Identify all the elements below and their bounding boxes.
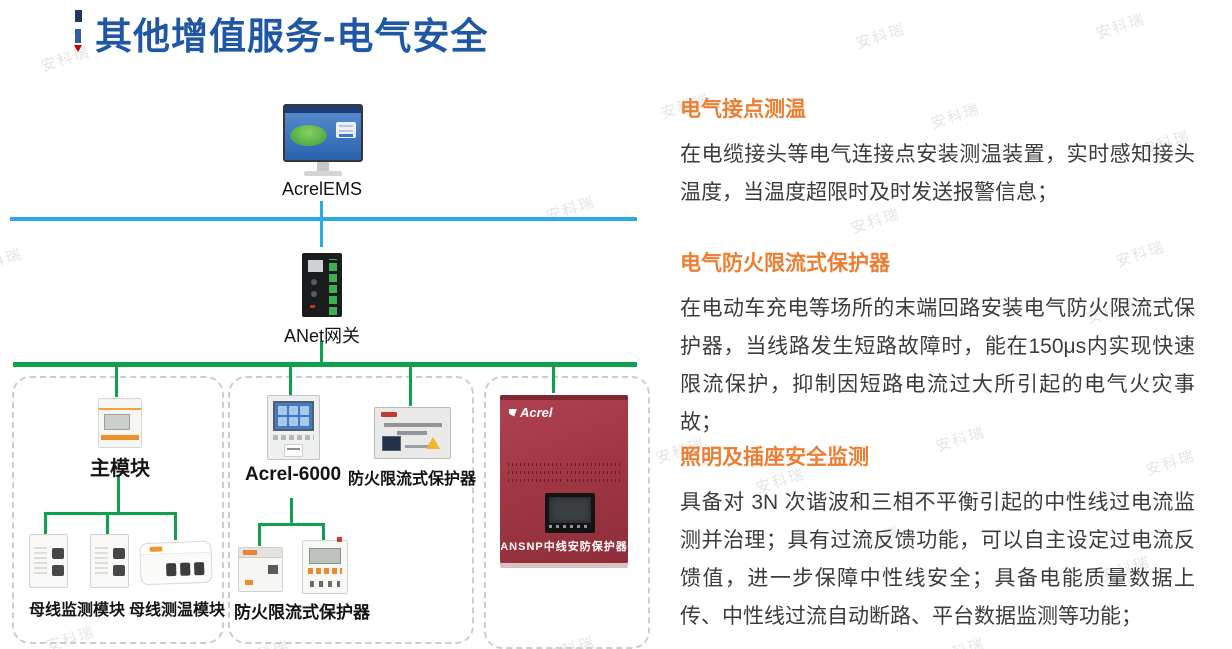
limiting-protector-meter-device bbox=[302, 537, 348, 594]
section-body: 具备对 3N 次谐波和三相不平衡引起的中性线过电流监测并治理；具有过流反馈功能，… bbox=[680, 491, 1195, 628]
ansnp-screen bbox=[545, 493, 595, 533]
tree-line bbox=[44, 514, 47, 534]
acrelems-monitor bbox=[283, 104, 363, 176]
tree-line bbox=[258, 525, 261, 546]
monitor-titlebar bbox=[285, 106, 361, 113]
tree-line bbox=[322, 525, 325, 540]
branch-protector-label: 防火限流式保护器 bbox=[234, 603, 370, 622]
section-heading: 照明及插座安全监测 bbox=[680, 446, 869, 469]
anet-gateway-device bbox=[300, 251, 348, 319]
login-panel-graphic bbox=[336, 122, 356, 138]
section-body: 在电动车充电等场所的末端回路安装电气防火限流式保护器，当线路发生短路故障时，能在… bbox=[680, 297, 1195, 434]
sensor-port-icon bbox=[193, 562, 205, 576]
gateway-port-icon bbox=[311, 279, 317, 285]
emblem-bar-icon bbox=[75, 29, 81, 43]
vent-slots bbox=[567, 463, 620, 487]
emblem-square-icon bbox=[75, 10, 82, 22]
tree-line bbox=[258, 523, 325, 526]
section-heading: 电气防火限流式保护器 bbox=[680, 252, 890, 275]
fire-group-box: Acrel-6000 防火限流式保护器 防火限流式保护器 bbox=[228, 376, 476, 644]
ansnp-device-label: ANSNP中线安防保护器 bbox=[500, 541, 628, 553]
limiting-protector-module-device bbox=[238, 547, 283, 592]
gateway-body bbox=[302, 253, 342, 317]
busbar-monitor-module-device bbox=[90, 534, 129, 588]
busbar-temp-label: 母线测温模块 bbox=[128, 602, 225, 619]
gateway-label: ANet网关 bbox=[283, 326, 361, 346]
meter-lcd bbox=[309, 548, 341, 564]
tree-line bbox=[117, 475, 120, 514]
gateway-terminals bbox=[329, 259, 337, 315]
warning-triangle-icon bbox=[426, 437, 440, 449]
section-lighting-socket: 照明及插座安全监测 具备对 3N 次谐波和三相不平衡引起的中性线过电流监测并治理… bbox=[680, 441, 1195, 636]
gateway-port-icon bbox=[311, 291, 317, 297]
module-port-icon bbox=[113, 548, 125, 559]
status-led-icon bbox=[337, 537, 342, 542]
fieldbus-line bbox=[13, 362, 637, 367]
busbar-temp-module-device bbox=[139, 540, 213, 586]
gateway-led-icon bbox=[310, 305, 315, 308]
module-port-icon bbox=[268, 565, 278, 574]
monitor-stand bbox=[317, 162, 329, 171]
page-title: 其他增值服务-电气安全 bbox=[95, 16, 489, 57]
section-body: 在电缆接头等电气连接点安装测温装置，实时感知接头温度，当温度超限时及时发送报警信… bbox=[680, 143, 1195, 204]
busbar-monitor-label: 母线监测模块 bbox=[28, 602, 125, 619]
limiting-protector-wallbox-device bbox=[374, 407, 451, 459]
tree-line bbox=[290, 498, 293, 524]
main-module-label: 主模块 bbox=[90, 458, 150, 480]
monitor-screen bbox=[285, 106, 361, 160]
tree-line bbox=[174, 514, 177, 540]
section-heading: 电气接点测温 bbox=[680, 98, 806, 121]
drop-line-fire-host bbox=[289, 367, 292, 395]
tree-line bbox=[106, 514, 109, 534]
module-port-icon bbox=[52, 565, 64, 576]
watermark-text: 安科瑞 bbox=[543, 193, 598, 226]
sensor-port-icon bbox=[179, 562, 191, 576]
main-module-lcd bbox=[104, 414, 130, 430]
drop-line-fire-wallbox bbox=[409, 367, 412, 406]
description-column: 电气接点测温 在电缆接头等电气连接点安装测温装置，实时感知接头温度，当温度超限时… bbox=[680, 0, 1210, 649]
acrel-logo: Acrel bbox=[509, 405, 553, 420]
wallbox-screen bbox=[382, 436, 401, 451]
sensor-port-icon bbox=[166, 563, 177, 577]
acrel-6000-screen bbox=[273, 401, 314, 431]
module-port-icon bbox=[52, 548, 64, 559]
ansnp-protector-device: Acrel ANSNP中线安防保护器 bbox=[500, 395, 628, 563]
watermark-text: 安科瑞 bbox=[0, 245, 25, 278]
module-port-icon bbox=[113, 565, 125, 576]
green-island-graphic bbox=[290, 125, 327, 146]
busbar-monitor-module-device bbox=[29, 534, 68, 588]
title-emblem bbox=[74, 9, 84, 52]
emblem-triangle-icon bbox=[74, 45, 82, 52]
acrel-logo-icon bbox=[509, 408, 517, 417]
printer-slot bbox=[284, 444, 303, 457]
gateway-bus-connector bbox=[320, 341, 323, 364]
wallbox-label: 防火限流式保护器 bbox=[347, 471, 476, 488]
acrel-6000-device bbox=[267, 395, 320, 460]
acrel-brand-text: Acrel bbox=[520, 405, 553, 420]
watermark-text: 安科瑞 bbox=[38, 43, 93, 76]
monitor-base bbox=[304, 171, 342, 176]
neutral-group-box: Acrel ANSNP中线安防保护器 bbox=[484, 376, 650, 649]
section-contact-temp: 电气接点测温 在电缆接头等电气连接点安装测温装置，实时感知接头温度，当温度超限时… bbox=[680, 93, 1195, 212]
drop-line-temp-group bbox=[115, 367, 118, 397]
vent-slots bbox=[508, 463, 561, 487]
tree-line bbox=[44, 512, 177, 515]
acrel-logo-icon bbox=[381, 412, 397, 417]
section-fire-limiter: 电气防火限流式保护器 在电动车充电等场所的末端回路安装电气防火限流式保护器，当线… bbox=[680, 247, 1195, 442]
gateway-nameplate bbox=[308, 260, 323, 272]
platform-label: AcrelEMS bbox=[281, 179, 362, 199]
drop-line-neutral-group bbox=[552, 367, 555, 393]
ethernet-bus-line bbox=[10, 217, 637, 221]
temp-group-box: 主模块 母线监测模块 母线测温模块 bbox=[12, 376, 225, 644]
monitor-frame bbox=[283, 104, 363, 162]
acrel-6000-label: Acrel-6000 bbox=[244, 464, 342, 485]
main-module-device bbox=[98, 398, 142, 448]
platform-bus-connector bbox=[320, 201, 323, 247]
